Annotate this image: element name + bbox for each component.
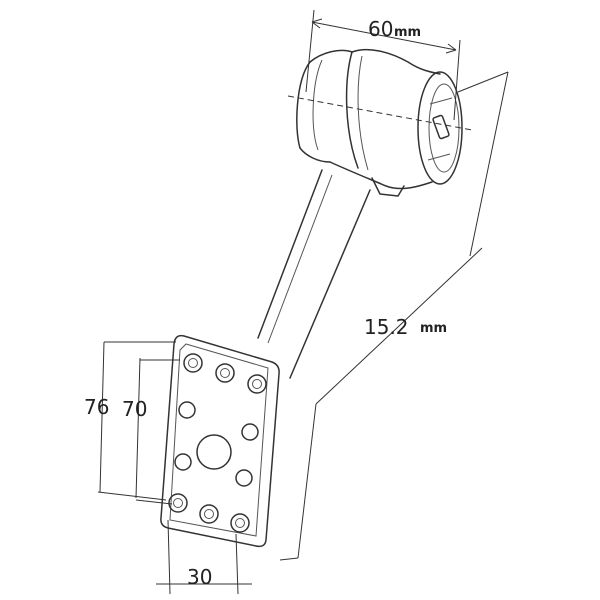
plate-width-value: 30 [187, 565, 212, 589]
screw-row-top [183, 353, 267, 394]
dimension-plate-width [156, 519, 252, 595]
plate-inner-height-value: 70 [122, 397, 147, 421]
top-width-value: 60 [368, 17, 393, 41]
length-value: 15.2 [364, 315, 409, 339]
dimension-top-width [305, 9, 461, 121]
top-width-unit: mm [394, 25, 421, 40]
screw-row-bottom [168, 493, 250, 533]
dimension-length [279, 71, 509, 561]
length-unit: mm [420, 321, 447, 336]
cylindrical-joint [287, 48, 473, 197]
arm [257, 169, 371, 379]
dimension-plate-height [97, 341, 180, 505]
vesa-mounting-plate [160, 334, 280, 548]
plate-holes [174, 401, 259, 487]
plate-outer-height-value: 76 [84, 395, 109, 419]
